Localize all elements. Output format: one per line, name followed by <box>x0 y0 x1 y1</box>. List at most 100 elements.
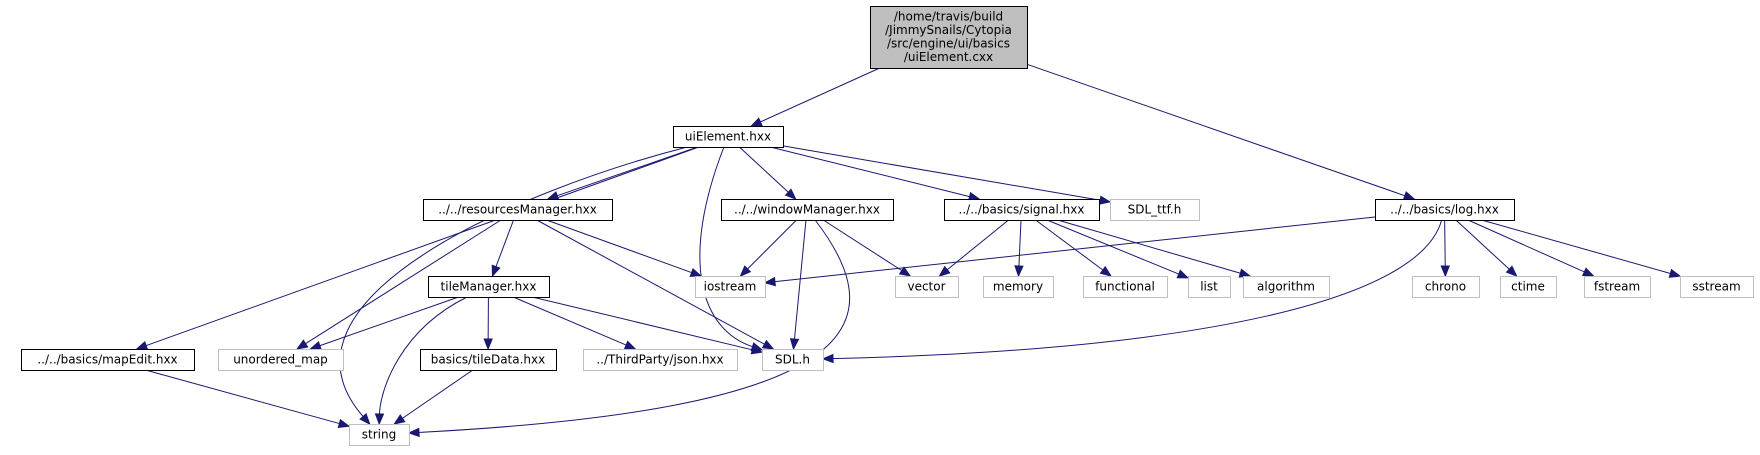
node-log[interactable]: ../../basics/log.hxx <box>1375 199 1515 221</box>
node-box <box>1584 276 1651 298</box>
node-label: /src/engine/ui/basics <box>887 37 1010 51</box>
node-signal[interactable]: ../../basics/signal.hxx <box>944 199 1100 221</box>
node-label: uiElement.hxx <box>685 129 771 143</box>
edge-line <box>1444 219 1446 268</box>
edges-layer <box>135 63 1682 438</box>
arrowhead <box>938 265 951 277</box>
edge-tileManager-to-string <box>374 296 468 426</box>
node-root[interactable]: /home/travis/build/JimmySnails/Cytopia/s… <box>870 6 1028 69</box>
node-box <box>1110 199 1200 221</box>
node-box <box>583 349 738 371</box>
edge-line <box>782 145 1102 201</box>
node-label: ctime <box>1511 279 1545 293</box>
edge-tileData-to-string <box>393 369 474 425</box>
node-box <box>695 276 766 298</box>
edge-line <box>823 219 903 272</box>
node-tileData[interactable]: basics/tileData.hxx <box>420 349 557 371</box>
node-label: ../../resourcesManager.hxx <box>438 202 597 216</box>
node-label: sstream <box>1692 279 1740 293</box>
edge-uiElement-to-windowManager <box>739 146 797 200</box>
node-resourcesManager[interactable]: ../../resourcesManager.hxx <box>423 199 613 221</box>
node-label: unordered_map <box>233 352 328 366</box>
node-ctime: ctime <box>1500 276 1557 298</box>
node-mapEdit[interactable]: ../../basics/mapEdit.hxx <box>21 349 195 371</box>
node-label: basics/tileData.hxx <box>431 352 545 366</box>
edge-line <box>746 219 797 270</box>
arrowhead <box>295 339 309 350</box>
node-label: /uiElement.cxx <box>904 50 993 64</box>
node-sstream: sstream <box>1680 276 1754 298</box>
node-box <box>218 349 344 371</box>
node-uiElement[interactable]: uiElement.hxx <box>673 126 784 148</box>
arrowhead <box>135 340 149 350</box>
edge-line <box>401 369 474 420</box>
edge-line <box>318 296 459 347</box>
edge-line <box>546 219 693 274</box>
arrowhead <box>689 267 703 277</box>
node-box <box>423 199 613 221</box>
edge-line <box>1046 219 1180 275</box>
edge-line <box>304 219 502 345</box>
node-functional: functional <box>1083 276 1168 298</box>
edge-line <box>1026 63 1406 197</box>
edge-line <box>145 369 341 425</box>
node-label: ../../basics/mapEdit.hxx <box>37 352 177 366</box>
arrowhead <box>763 276 776 287</box>
arrowhead <box>337 418 351 428</box>
arrowhead <box>1440 265 1450 278</box>
edge-signal-to-memory <box>1014 219 1024 278</box>
edge-line <box>556 146 698 197</box>
node-box <box>762 349 824 371</box>
arrowhead <box>1668 268 1682 278</box>
edge-line <box>145 146 699 347</box>
arrowhead <box>761 339 775 350</box>
arrowhead <box>821 353 834 364</box>
edge-line <box>1035 219 1104 272</box>
edge-line <box>536 219 766 346</box>
edge-line <box>699 146 754 348</box>
node-label: ../../basics/signal.hxx <box>959 202 1085 216</box>
edge-line <box>1057 219 1242 274</box>
node-json: ../ThirdParty/json.hxx <box>583 349 738 371</box>
node-box <box>349 424 410 446</box>
arrowhead <box>750 345 764 355</box>
node-box <box>870 6 1028 69</box>
node-label: algorithm <box>1257 279 1315 293</box>
node-box <box>420 349 557 371</box>
arrowhead <box>491 264 501 278</box>
node-memory: memory <box>983 276 1054 298</box>
edge-root-to-log <box>1026 63 1416 201</box>
edge-tileManager-to-unordered_map <box>309 296 459 350</box>
edge-log-to-sstream <box>1481 219 1682 278</box>
node-windowManager[interactable]: ../../windowManager.hxx <box>721 199 894 221</box>
node-tileManager[interactable]: tileManager.hxx <box>428 276 550 298</box>
edge-uiElement-to-sdl_ttf <box>782 145 1112 205</box>
node-algorithm: algorithm <box>1243 276 1330 298</box>
node-box <box>895 276 959 298</box>
edge-uiElement-to-sdl <box>699 146 764 352</box>
edge-line <box>1455 219 1511 271</box>
edge-windowManager-to-iostream <box>739 219 797 277</box>
node-box <box>428 276 550 298</box>
edge-line <box>831 219 1443 360</box>
edge-tileManager-to-json <box>512 296 637 350</box>
edge-line <box>770 146 971 198</box>
node-label: chrono <box>1425 279 1466 293</box>
arrowhead <box>407 427 420 438</box>
node-box <box>983 276 1054 298</box>
node-label: list <box>1200 279 1218 293</box>
node-label: tileManager.hxx <box>441 279 537 293</box>
arrowhead <box>1098 195 1112 205</box>
node-label: /JimmySnails/Cytopia <box>885 23 1012 37</box>
arrowhead <box>739 265 752 277</box>
edge-log-to-iostream <box>763 216 1376 287</box>
node-box <box>1680 276 1754 298</box>
node-label: ../../windowManager.hxx <box>734 202 880 216</box>
node-box <box>1188 276 1231 298</box>
edge-signal-to-list <box>1046 219 1190 279</box>
node-box <box>721 199 894 221</box>
edge-line <box>495 219 515 268</box>
edge-resourcesManager-to-tileManager <box>491 219 515 278</box>
arrowhead <box>1014 265 1024 278</box>
arrowhead <box>309 341 322 350</box>
